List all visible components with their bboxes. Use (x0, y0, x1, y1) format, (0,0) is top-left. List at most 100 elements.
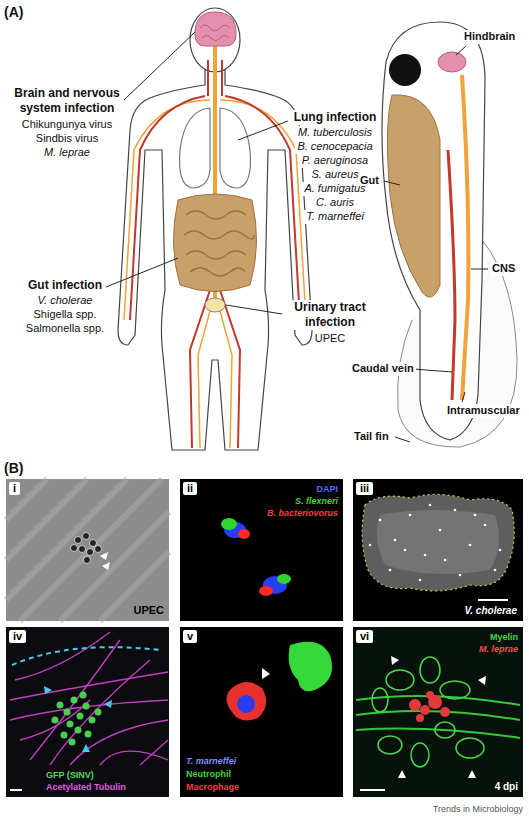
microscopy-panel (10, 789, 22, 791)
anatomy-label: Tail fin (352, 430, 391, 444)
microscopy-panel (474, 514, 477, 517)
microscopy-panel (6, 479, 47, 520)
lung-organ (180, 108, 251, 188)
leader-line (106, 32, 288, 314)
microscopy-panel (419, 579, 422, 582)
image-panel: iiDAPIS. flexneriB. bacteriovorus (180, 479, 343, 621)
leader-line (106, 258, 178, 287)
image-panel: iUPEC (6, 479, 169, 621)
pathogen-name: M. leprae (44, 146, 90, 160)
brain-organ (195, 12, 236, 46)
anatomy-label: Gut (360, 174, 379, 188)
gut-organ (184, 231, 254, 239)
microscopy-panel (83, 533, 90, 540)
image-panel: iiiV. cholerae (353, 479, 523, 621)
microscopy-panel (104, 700, 112, 708)
microscopy-panel (404, 549, 407, 552)
microscopy-panel (226, 682, 266, 720)
microscopy-panel (372, 657, 484, 767)
microscopy-panel (362, 494, 514, 590)
microscopy-panel (454, 509, 457, 512)
leader-line (384, 181, 400, 185)
microscopy-panel (484, 524, 487, 527)
microscopy-panel (353, 627, 523, 797)
microscopy-panel (70, 720, 168, 765)
blood-vessel (130, 60, 300, 448)
gut-organ (184, 211, 254, 276)
microscopy-panel (180, 479, 343, 621)
microscopy-panel (409, 699, 421, 711)
anatomy-label: Hindbrain (462, 30, 517, 44)
stain-label: B. bacteriovorus (267, 508, 338, 519)
microscopy-panel (83, 703, 90, 710)
microscopy-panel (180, 627, 343, 797)
microscopy-panel (386, 670, 414, 690)
microscopy-panel (289, 642, 332, 692)
gut-organ (186, 251, 246, 259)
image-panel: vT. marneffeiNeutrophilMacrophage (180, 627, 343, 797)
microscopy-panel (61, 732, 68, 739)
microscopy-panel (71, 533, 102, 564)
gut-organ (190, 268, 245, 276)
stain-label: M. leprae (479, 644, 518, 655)
microscopy-panel (353, 479, 523, 621)
microscopy-panel (6, 479, 87, 560)
zebrafish-body (382, 22, 485, 440)
microscopy-panel (15, 632, 110, 680)
microscopy-panel (259, 586, 273, 596)
gut-organ (173, 194, 256, 292)
stain-label: T. marneffei (186, 756, 236, 767)
blood-vessel (221, 60, 223, 96)
pathogen-name: Sindbis virus (36, 132, 98, 146)
microscopy-panel (478, 599, 508, 601)
hindbrain-organ (438, 52, 466, 72)
leader-line (384, 46, 488, 442)
stain-label: DAPI (316, 484, 338, 495)
microscopy-panel (6, 627, 169, 797)
microscopy-panel (57, 702, 64, 709)
panel-number: ii (183, 482, 197, 495)
panel-number: iv (9, 630, 26, 643)
image-panel: viMyelinM. leprae4 dpi (353, 627, 523, 797)
blood-vessel (220, 290, 240, 448)
microscopy-panel (64, 709, 71, 716)
stain-label: Acetylated Tubulin (46, 782, 126, 793)
microscopy-panel (494, 569, 497, 572)
panel-number: i (9, 482, 20, 495)
microscopy-panel (100, 552, 108, 560)
microscopy-panel (95, 709, 102, 716)
caudal-vein (448, 150, 455, 400)
microscopy-panel (6, 479, 169, 621)
microscopy-panel (353, 479, 523, 621)
microscopy-panel (440, 681, 470, 699)
microscopy-panel (426, 691, 434, 699)
microscopy-panel (69, 739, 76, 746)
pathogen-name: Chikungunya virus (22, 118, 113, 132)
microscopy-panel (499, 549, 502, 552)
microscopy-panel (77, 713, 84, 720)
microscopy-panel (439, 529, 442, 532)
microscopy-panel (394, 539, 397, 542)
microscopy-panel (398, 770, 406, 778)
pathogen-name: B. cenocepacia (295, 140, 374, 154)
journal-credit: Trends in Microbiology (433, 804, 523, 815)
microscopy-panel (67, 721, 74, 728)
microscopy-panel (90, 540, 97, 547)
microscopy-panel (71, 697, 78, 704)
stain-label: GFP (SINV) (46, 770, 94, 781)
microscopy-panel (100, 751, 168, 765)
microscopy-panel (478, 676, 486, 685)
microscopy-panel (60, 512, 169, 621)
panel-letter: (A) (4, 4, 23, 22)
leader-line (462, 392, 465, 402)
pathogen-name: UPEC (313, 332, 348, 346)
zebrafish-cns (462, 75, 468, 400)
microscopy-panel (468, 770, 476, 778)
pathogen-name: V. cholerae (38, 294, 93, 308)
microscopy-panel (12, 647, 160, 665)
microscopy-panel (360, 789, 385, 791)
pathogen-name: Salmonella spp. (26, 322, 104, 336)
microscopy-panel (82, 744, 90, 752)
microscopy-panel (459, 574, 462, 577)
microscopy-panel (237, 695, 255, 713)
